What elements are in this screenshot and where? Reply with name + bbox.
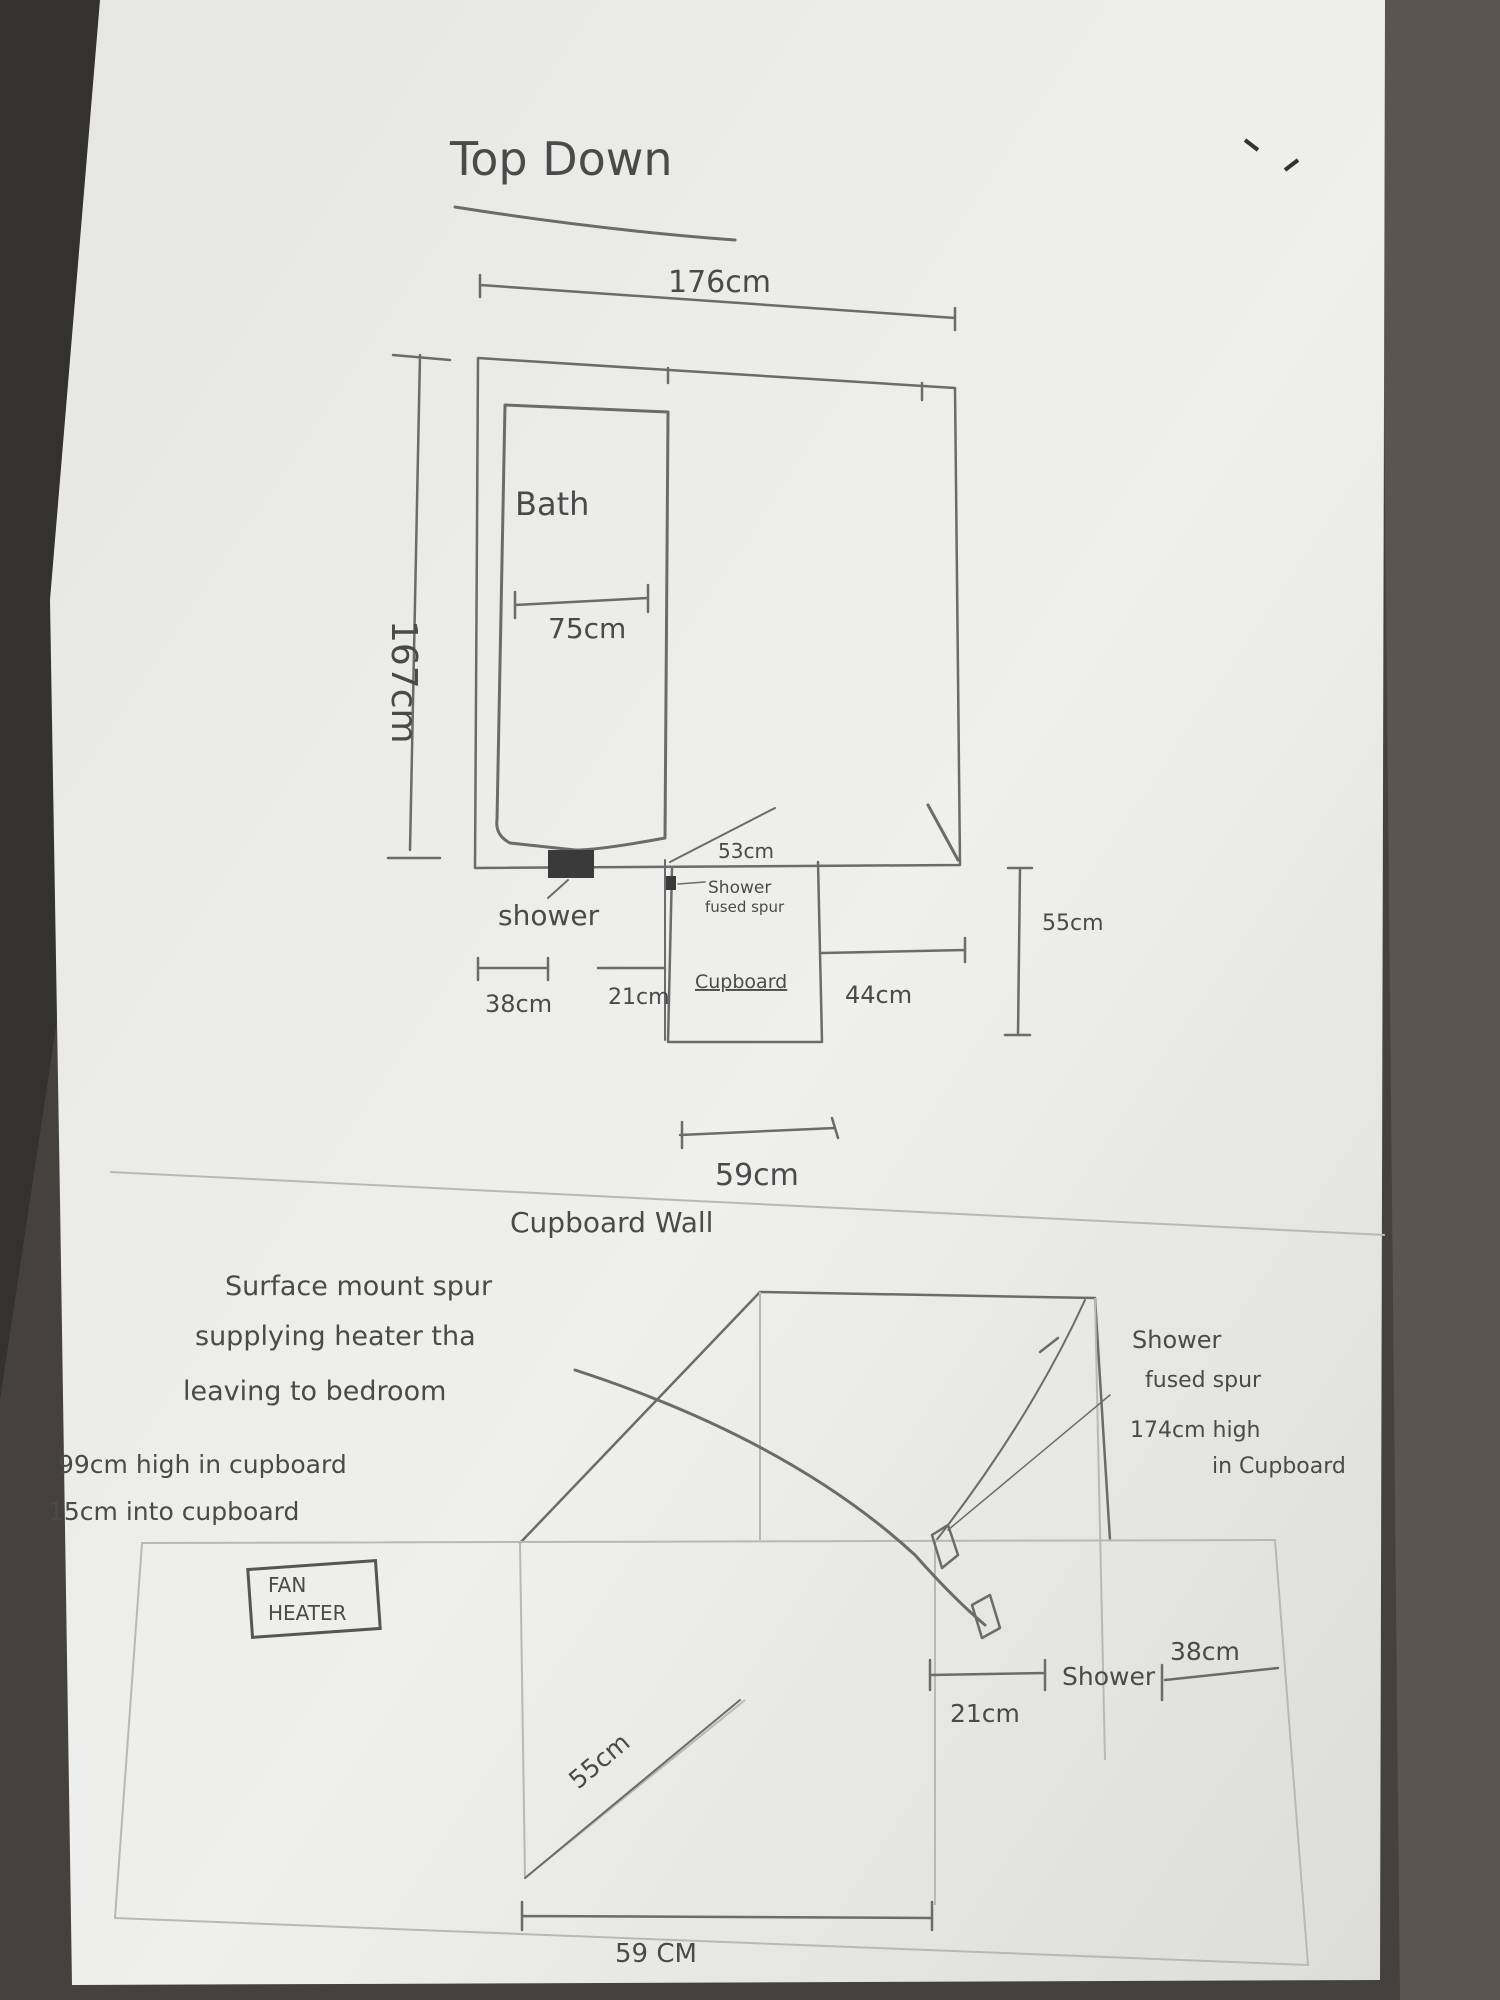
spur-leader — [677, 881, 706, 885]
wall-view-title: Cupboard Wall — [510, 1206, 713, 1239]
fan-heater-line2: HEATER — [268, 1601, 347, 1625]
cupboard-label: Cupboard — [695, 971, 787, 993]
cupboard-outline — [666, 860, 824, 1044]
door-swing-right — [926, 803, 960, 862]
diagonal-tick — [1038, 1336, 1060, 1354]
diag-depth-dimension — [524, 1699, 741, 1879]
shower-block — [548, 850, 594, 878]
gap-right-dimension — [820, 936, 967, 964]
title-underline — [453, 205, 737, 242]
cupboard-depth-dimension — [1003, 866, 1034, 1037]
room-depth-dimension — [386, 353, 452, 860]
note-line5: 15cm into cupboard — [48, 1497, 299, 1526]
door-swing-left — [669, 807, 776, 863]
cupboard-width-label: 59cm — [715, 1158, 799, 1193]
base-width-dimension — [520, 1900, 934, 1932]
cupboard-opening-edges — [519, 1542, 936, 1905]
spur-label-line1: Shower — [708, 878, 771, 898]
base-width-label: 59 CM — [615, 1939, 697, 1969]
cupboard-width-dimension — [678, 1116, 840, 1150]
note-line4: 99cm high in cupboard — [58, 1450, 347, 1479]
wall-gap-shower-dimension — [928, 1658, 1047, 1692]
bath-width-label: 75cm — [548, 612, 626, 645]
room-outline — [473, 356, 962, 870]
gap-shower-label: 21cm — [608, 985, 670, 1010]
bath-label: Bath — [515, 485, 589, 523]
fold-line — [109, 1171, 1386, 1236]
shower-leader — [547, 879, 569, 899]
spur-note-line1: Shower — [1132, 1326, 1222, 1354]
cupboard-back-edges — [759, 1292, 1106, 1761]
gap-left-label: 38cm — [485, 990, 552, 1018]
cupboard-depth-label: 55cm — [1042, 911, 1104, 936]
punch-marks — [1243, 138, 1300, 172]
cupboard-top-outline — [518, 1290, 1112, 1545]
spur-note-line2: fused spur — [1145, 1368, 1262, 1393]
surface-spur-box — [970, 1593, 1002, 1640]
note-line1: Surface mount spur — [225, 1271, 493, 1302]
room-depth-label: 167cm — [383, 620, 424, 744]
room-width-label: 176cm — [668, 265, 771, 300]
spur-note-line4: in Cupboard — [1212, 1454, 1346, 1479]
room-ticks — [666, 366, 924, 402]
gap-left-dimension — [476, 956, 550, 982]
fabric-right — [1380, 0, 1500, 2000]
note-line3: leaving to bedroom — [183, 1376, 446, 1407]
fused-spur-marker — [666, 876, 676, 890]
top-down-view: Top Down 176cm 167cm Bath 75cm shower 53… — [383, 132, 1104, 1193]
heater-supply-cable — [573, 1368, 987, 1627]
spur-label-line2: fused spur — [705, 898, 785, 916]
wall-gap-shower-label: 21cm — [950, 1699, 1020, 1728]
bath-width-dimension — [513, 583, 650, 620]
room-width-dimension — [478, 273, 957, 332]
note-line2: supplying heater tha — [195, 1321, 476, 1352]
wall-shower-label: Shower — [1062, 1662, 1156, 1691]
shower-spur-box — [930, 1523, 960, 1570]
wall-gap-right-dimension — [1160, 1663, 1280, 1702]
spur-pointer — [947, 1394, 1111, 1531]
gap-right-label: 44cm — [845, 981, 912, 1009]
shower-label: shower — [498, 899, 600, 932]
fan-heater-box — [246, 1559, 382, 1639]
cupboard-right-diagonal — [934, 1299, 1086, 1543]
paper-sheet — [50, 0, 1385, 1985]
door-width-label: 53cm — [718, 839, 774, 863]
top-down-title: Top Down — [449, 132, 673, 186]
spur-note-line3: 174cm high — [1130, 1418, 1260, 1443]
wall-gap-right-label: 38cm — [1170, 1637, 1240, 1666]
fan-heater-line1: FAN — [268, 1573, 306, 1597]
